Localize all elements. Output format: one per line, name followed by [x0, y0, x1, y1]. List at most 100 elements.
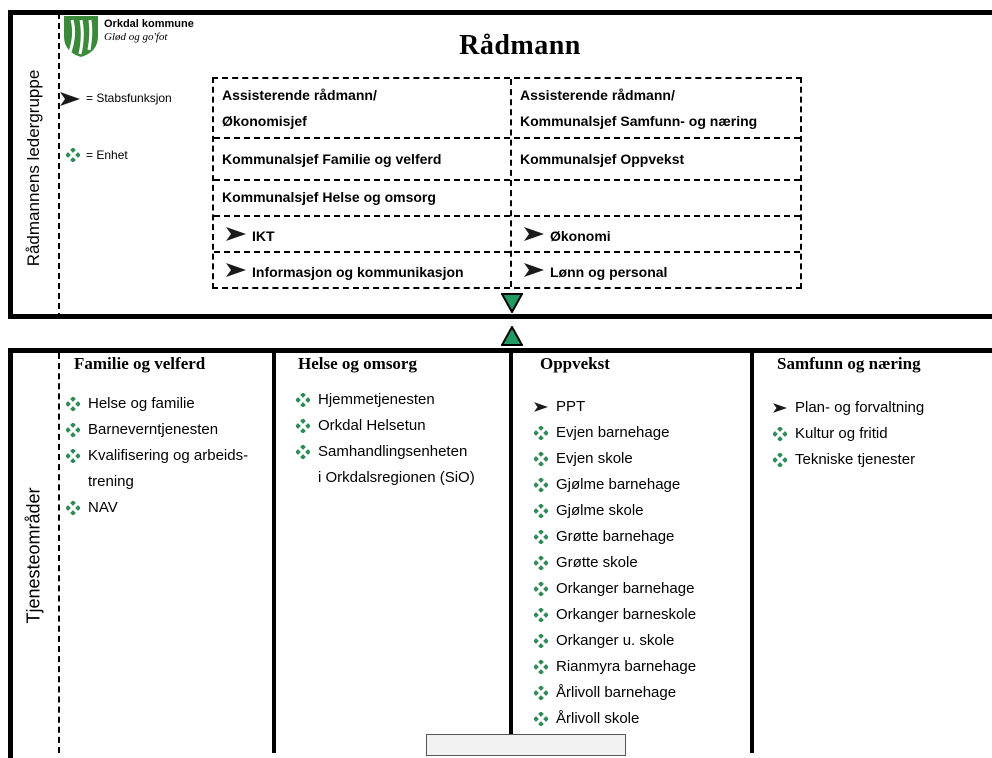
arrow-icon — [226, 259, 246, 285]
unit-label: Orkanger barnehage — [556, 580, 695, 597]
list-item-staff: Plan- og forvaltning — [773, 395, 988, 421]
unit-label: Evjen barnehage — [556, 424, 670, 441]
list-item: Helse og familie — [66, 391, 271, 417]
staff-ikt-label: IKT — [252, 228, 275, 244]
diamond-bullet-icon — [773, 447, 787, 467]
leader-family-welfare: Kommunalsjef Familie og velferd — [222, 151, 442, 167]
unit-label: Årlivoll skole — [556, 710, 640, 727]
column-divider — [509, 353, 513, 753]
grid-divider — [214, 137, 800, 139]
unit-label: Barneverntjenesten — [88, 421, 219, 438]
staff-communication-label: Informasjon og kommunikasjon — [252, 264, 464, 280]
list-item: Rianmyra barnehage — [534, 654, 748, 680]
unit-label: Evjen skole — [556, 450, 633, 467]
grid-divider — [214, 215, 800, 217]
staff-payroll: Lønn og personal — [520, 259, 667, 285]
column-title-family-welfare: Familie og velferd — [74, 354, 206, 373]
list-item-continuation: i Orkdalsregionen (SiO) — [296, 465, 506, 491]
upbringing-list: PPT Evjen barnehage Evjen skole Gjølme b… — [534, 394, 748, 732]
list-item: Orkanger barneskole — [534, 602, 748, 628]
arrow-icon — [773, 395, 787, 415]
column-divider — [272, 353, 276, 753]
unit-label: Tekniske tjenester — [795, 451, 916, 468]
list-item: Samhandlingsenheten — [296, 439, 506, 465]
unit-label: Årlivoll barnehage — [556, 684, 677, 701]
diamond-bullet-icon — [66, 417, 80, 437]
diamond-bullet-icon — [534, 420, 548, 440]
list-item: Orkanger barnehage — [534, 576, 748, 602]
municipality-logo — [62, 14, 102, 58]
service-areas-label: Tjenesteområder — [23, 487, 44, 624]
list-item: Evjen barnehage — [534, 420, 748, 446]
diamond-bullet-icon — [296, 387, 310, 407]
list-item: Evjen skole — [534, 446, 748, 472]
grid-divider — [214, 251, 800, 253]
staff-payroll-label: Lønn og personal — [550, 264, 668, 280]
staff-economy-label: Økonomi — [550, 228, 611, 244]
staff-label: Plan- og forvaltning — [795, 399, 925, 416]
unit-label: NAV — [88, 499, 118, 516]
triangle-up-icon — [501, 326, 523, 346]
service-areas-frame — [8, 348, 992, 758]
list-item: Gjølme skole — [534, 498, 748, 524]
unit-label: Orkdal Helsetun — [318, 417, 426, 434]
list-item: Gjølme barnehage — [534, 472, 748, 498]
list-item: Kultur og fritid — [773, 421, 988, 447]
diamond-bullet-icon — [534, 654, 548, 674]
list-item: Orkdal Helsetun — [296, 413, 506, 439]
leader-title-line: Assisterende rådmann/ — [222, 87, 377, 103]
diamond-bullet-icon — [534, 498, 548, 518]
unit-label: Hjemmetjenesten — [318, 391, 435, 408]
list-item: Årlivoll barnehage — [534, 680, 748, 706]
leadership-grid: Assisterende rådmann/ Økonomisjef Assist… — [212, 77, 802, 289]
staff-communication: Informasjon og kommunikasjon — [222, 259, 464, 285]
unit-label: Grøtte barnehage — [556, 528, 675, 545]
list-item: Grøtte skole — [534, 550, 748, 576]
leadership-group-label: Rådmannens ledergruppe — [24, 69, 43, 267]
diamond-bullet-icon — [66, 148, 80, 162]
arrow-icon — [524, 223, 544, 249]
community-business-list: Plan- og forvaltning Kultur og fritid Te… — [773, 395, 988, 473]
leader-health-care: Kommunalsjef Helse og omsorg — [222, 189, 436, 205]
list-item: Grøtte barnehage — [534, 524, 748, 550]
grid-divider — [510, 79, 512, 287]
unit-label: Orkanger barneskole — [556, 606, 697, 623]
diamond-bullet-icon — [534, 524, 548, 544]
side-label-divider — [58, 353, 60, 753]
legend-staff-label: = Stabsfunksjon — [86, 90, 172, 105]
arrow-icon — [534, 394, 548, 414]
unit-label: Gjølme barnehage — [556, 476, 681, 493]
diamond-bullet-icon — [296, 413, 310, 433]
arrow-icon — [226, 223, 246, 249]
diamond-bullet-icon — [534, 602, 548, 622]
diamond-bullet-icon — [534, 576, 548, 596]
leader-assistant-community: Assisterende rådmann/ Kommunalsjef Samfu… — [512, 82, 757, 134]
list-item: Kvalifisering og arbeids- — [66, 443, 271, 469]
unit-label-continued: i Orkdalsregionen (SiO) — [318, 469, 475, 486]
column-title-upbringing: Oppvekst — [540, 354, 610, 373]
diamond-bullet-icon — [534, 472, 548, 492]
unit-label: Orkanger u. skole — [556, 632, 675, 649]
diamond-bullet-icon — [66, 391, 80, 411]
diamond-bullet-icon — [534, 706, 548, 726]
unit-label: Gjølme skole — [556, 502, 644, 519]
column-title-health-care: Helse og omsorg — [298, 354, 417, 373]
grid-divider — [214, 179, 800, 181]
unit-label: Grøtte skole — [556, 554, 638, 571]
list-item: Tekniske tjenester — [773, 447, 988, 473]
logo-shield-icon — [64, 16, 98, 57]
list-item: Orkanger u. skole — [534, 628, 748, 654]
list-item: NAV — [66, 495, 271, 521]
column-divider — [750, 353, 754, 753]
leader-upbringing: Kommunalsjef Oppvekst — [520, 151, 685, 167]
list-item: Hjemmetjenesten — [296, 387, 506, 413]
leader-title-line: Kommunalsjef Samfunn- og næring — [520, 113, 758, 129]
page-title: Rådmann — [459, 30, 581, 61]
side-label-divider — [58, 13, 60, 319]
footer-box — [426, 734, 626, 756]
diamond-bullet-icon — [534, 550, 548, 570]
list-item: Årlivoll skole — [534, 706, 748, 732]
diamond-bullet-icon — [534, 680, 548, 700]
unit-label: Helse og familie — [88, 395, 195, 412]
logo-slogan: Glød og go'fot — [104, 31, 168, 43]
